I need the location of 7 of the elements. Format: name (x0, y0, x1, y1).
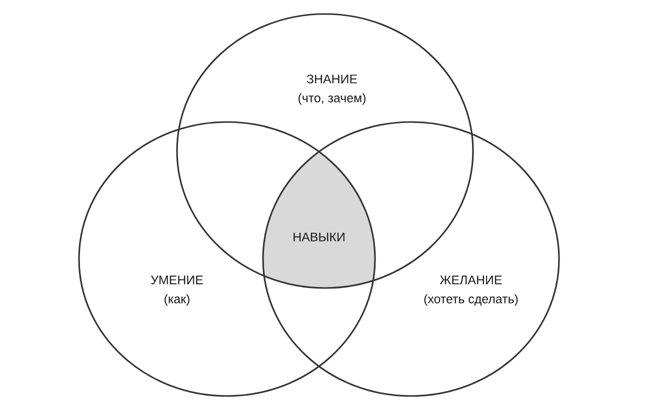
circle-title: ЖЕЛАНИЕ (440, 276, 502, 284)
circle-subtitle: (хотеть сделать) (424, 294, 518, 306)
circle-title: ЗНАНИЕ (306, 74, 357, 84)
region-label: НАВЫКИ (294, 232, 344, 242)
circle-subtitle: (что, зачем) (298, 93, 366, 105)
circle-subtitle: (как) (164, 294, 190, 306)
circle-title: УМЕНИЕ (150, 276, 203, 284)
